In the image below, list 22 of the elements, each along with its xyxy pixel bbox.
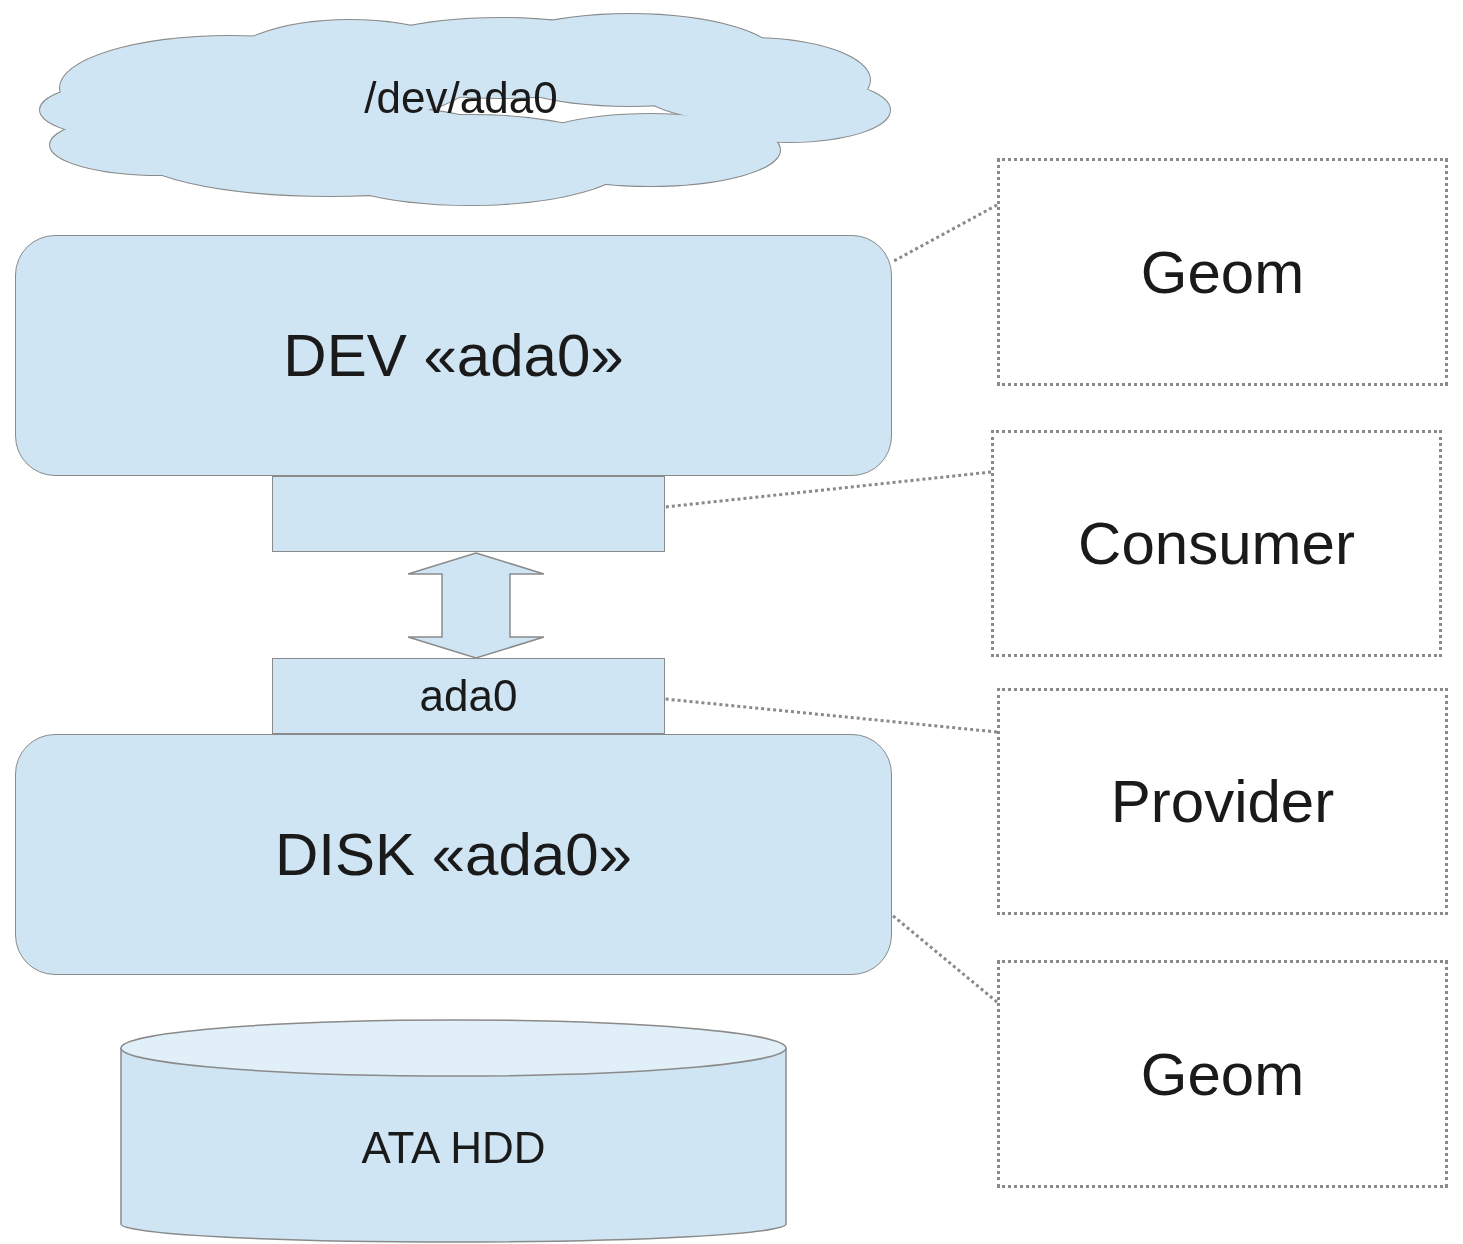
node-label: Provider [1110, 767, 1335, 836]
node-label: Consumer [1078, 509, 1355, 578]
provider-block [272, 658, 665, 734]
layer-box [15, 734, 892, 975]
node-label: ada0 [419, 671, 518, 721]
layer-box [15, 235, 892, 476]
leader-line [664, 697, 998, 734]
callout-box [997, 158, 1448, 386]
leader-line [664, 470, 992, 509]
node-label: /dev/ada0 [364, 73, 558, 123]
consumer-block [272, 476, 665, 552]
node-label: ATA HDD [361, 1123, 546, 1173]
callout-box [991, 430, 1442, 657]
node-label: Geom [1140, 1039, 1305, 1109]
node-label: DISK «ada0» [275, 820, 632, 889]
node-label: DEV «ada0» [283, 321, 624, 390]
callout-box [997, 688, 1448, 915]
leader-line [891, 203, 998, 264]
leader-line [891, 913, 998, 1004]
double-arrow [407, 552, 545, 659]
callout-box [997, 960, 1448, 1188]
node-label: Geom [1140, 237, 1305, 307]
